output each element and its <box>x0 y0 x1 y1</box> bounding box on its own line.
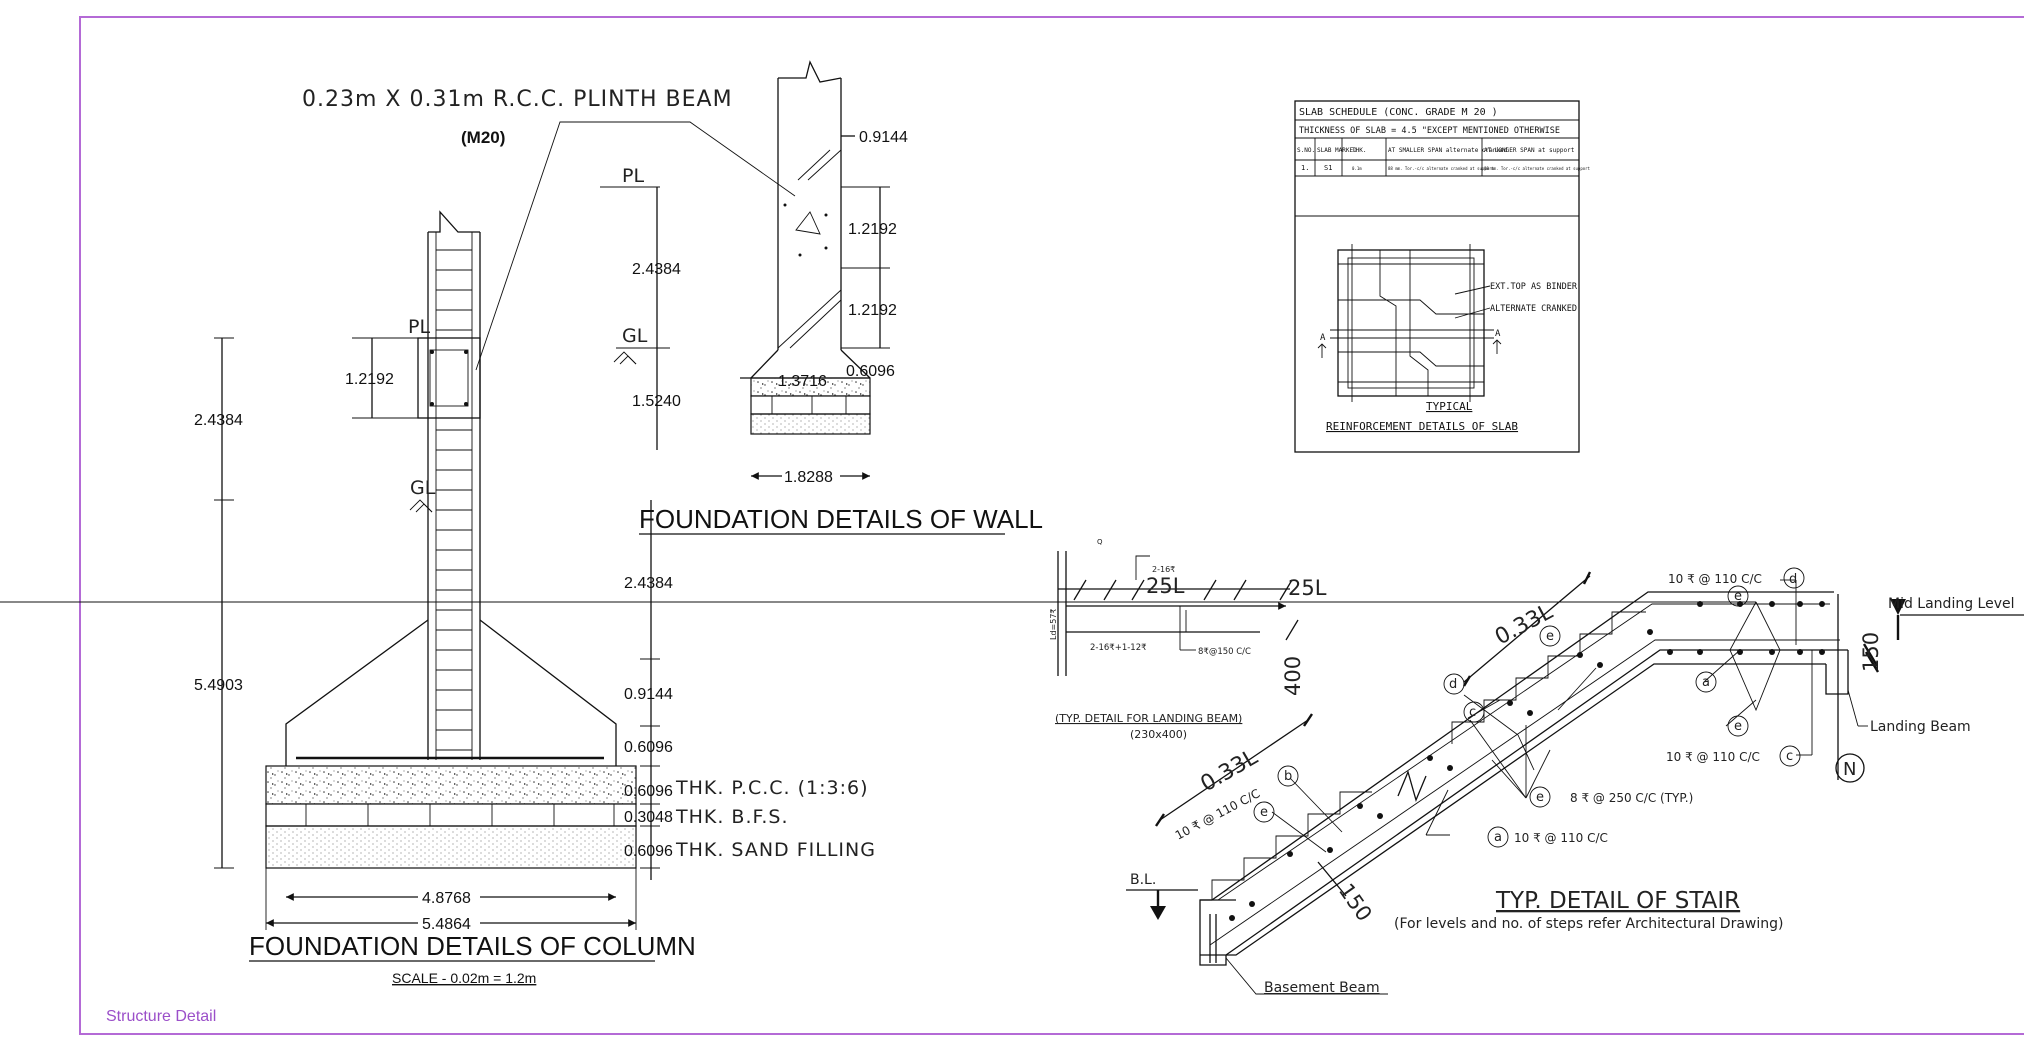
column-pl-label: PL <box>408 316 430 338</box>
stair-tag-e-mid: e <box>1546 629 1554 644</box>
slab-section-mark-right: A <box>1495 329 1501 339</box>
column-dim-beam: 1.2192 <box>345 371 394 388</box>
slab-header-smaller: AT SMALLER SPAN alternate cranked <box>1388 147 1508 154</box>
wall-gl-label: GL <box>622 325 648 347</box>
column-layer-sand: THK. SAND FILLING <box>675 839 876 861</box>
wall-dim-h1: 1.2192 <box>848 221 897 238</box>
sheet-label: Structure Detail <box>106 1008 217 1025</box>
column-layer-dim-1: 2.4384 <box>624 575 673 592</box>
stair-tag-d-top: d <box>1789 572 1797 587</box>
column-layer-dim-4: 0.6096 <box>624 783 673 800</box>
landing-beam-stirrups: 8₹@150 C/C <box>1198 647 1251 657</box>
landing-beam-bottom-bars: 2-16₹+1-12₹ <box>1090 643 1147 653</box>
stair-tag-e-right: e <box>1734 719 1742 734</box>
stair-bar-a-low: 10 ₹ @ 110 C/C <box>1514 831 1608 845</box>
stair-tag-e-left: e <box>1260 805 1268 820</box>
stair-tag-c-mid: c <box>1469 705 1476 720</box>
slab-cell-sno: 1. <box>1301 164 1309 172</box>
wall-foundation-detail: PL GL 2.4384 1.5240 0.9144 1.2192 1.2192… <box>600 60 1043 535</box>
stair-mid-landing: Mid Landing Level <box>1888 596 2015 612</box>
landing-beam-mark: Q <box>1097 538 1103 546</box>
column-gl-label: GL <box>410 477 436 499</box>
slab-note-top: EXT.TOP AS BINDER <box>1490 282 1578 292</box>
landing-beam-ld: Ld=57₹ <box>1049 608 1058 640</box>
wall-dim-gl-bottom: 1.5240 <box>632 393 681 410</box>
stair-landing-beam: Landing Beam <box>1870 719 1971 735</box>
column-foundation-detail: PL GL 0.23m X 0.31m R.C.C. PLINTH BEAM (… <box>194 87 876 986</box>
stair-waist-bottom: 150 <box>1334 879 1377 926</box>
column-dim-outer-width: 5.4864 <box>422 916 471 933</box>
column-dim-bottom: 5.4903 <box>194 677 243 694</box>
stair-basement-beam: Basement Beam <box>1264 980 1380 996</box>
slab-section-mark-left: A <box>1320 333 1326 343</box>
column-dim-top: 2.4384 <box>194 412 243 429</box>
stair-tag-e-low: e <box>1536 790 1544 805</box>
landing-beam-size: (230x400) <box>1130 728 1187 741</box>
column-layer-pcc: THK. P.C.C. (1:3:6) <box>675 777 869 799</box>
wall-dim-step: 0.6096 <box>846 363 895 380</box>
column-layer-dim-5: 0.3048 <box>624 809 673 826</box>
landing-beam-caption: (TYP. DETAIL FOR LANDING BEAM) <box>1055 712 1242 725</box>
slab-schedule: SLAB SCHEDULE (CONC. GRADE M 20 ) THICKN… <box>1294 100 1591 453</box>
landing-beam-detail: 2-16₹ 25L 25L 2-16₹+1-12₹ 8₹@150 C/C Q L… <box>1049 538 1327 741</box>
drawing-border <box>79 16 2024 1035</box>
plinth-beam-label: 0.23m X 0.31m R.C.C. PLINTH BEAM <box>302 87 733 112</box>
stair-waist-top: 150 <box>1859 632 1883 672</box>
plinth-beam-grade: (M20) <box>461 128 505 147</box>
slab-cell-smaller: 88 mm. Tor.-c/c alternate cranked at sup… <box>1388 166 1495 171</box>
landing-beam-25l-2: 25L <box>1288 576 1327 600</box>
column-layer-dim-3: 0.6096 <box>624 739 673 756</box>
stair-bar-d-top: 10 ₹ @ 110 C/C <box>1668 572 1762 586</box>
stair-north: N <box>1843 759 1856 780</box>
stair-bar-c-right: 10 ₹ @ 110 C/C <box>1666 750 1760 764</box>
landing-beam-depth: 400 <box>1281 656 1305 696</box>
stair-tag-d-mid: d <box>1449 677 1457 692</box>
slab-header-longer: AT LONGER SPAN at support <box>1484 147 1575 154</box>
stair-tag-c-right: c <box>1786 749 1793 764</box>
slab-cell-thk: 0.1m <box>1352 166 1362 171</box>
wall-title: FOUNDATION DETAILS OF WALL <box>639 504 1043 534</box>
landing-beam-25l-1: 25L <box>1146 574 1185 598</box>
stair-tag-e-top: e <box>1734 589 1742 604</box>
stair-tag-b-left: b <box>1284 769 1292 784</box>
wall-dim-pl-gl: 2.4384 <box>632 261 681 278</box>
slab-header-thk: THK. <box>1352 147 1366 154</box>
column-layer-dim-2: 0.9144 <box>624 686 673 703</box>
stair-bar-e-mid: 8 ₹ @ 250 C/C (TYP.) <box>1570 791 1693 805</box>
slab-title-row: SLAB SCHEDULE (CONC. GRADE M 20 ) <box>1299 107 1498 118</box>
column-dim-inner-width: 4.8768 <box>422 890 471 907</box>
stair-bar-b-left: 10 ₹ @ 110 C/C <box>1173 786 1262 842</box>
stair-tag-a-right: a <box>1702 675 1710 690</box>
column-title: FOUNDATION DETAILS OF COLUMN <box>249 931 696 961</box>
wall-dim-width-top: 0.9144 <box>859 129 908 146</box>
slab-caption-typical: TYPICAL <box>1426 400 1473 413</box>
wall-dim-h2: 1.2192 <box>848 302 897 319</box>
landing-beam-top-bar: 2-16₹ <box>1152 565 1175 574</box>
slab-note-crank: ALTERNATE CRANKED <box>1490 304 1577 314</box>
stair-subtitle: (For levels and no. of steps refer Archi… <box>1394 916 1783 932</box>
stair-title: TYP. DETAIL OF STAIR <box>1495 888 1740 914</box>
column-scale: SCALE - 0.02m = 1.2m <box>392 970 536 986</box>
wall-dim-offset: 1.3716 <box>778 373 827 390</box>
slab-caption-title: REINFORCEMENT DETAILS OF SLAB <box>1326 420 1518 433</box>
slab-header-sno: S.NO. <box>1297 147 1315 154</box>
slab-cell-mark: S1 <box>1324 164 1332 172</box>
stair-bl: B.L. <box>1130 872 1156 888</box>
wall-dim-base: 1.8288 <box>784 469 833 486</box>
column-layer-bfs: THK. B.F.S. <box>675 806 789 828</box>
wall-pl-label: PL <box>622 165 644 187</box>
column-layer-dim-6: 0.6096 <box>624 843 673 860</box>
slab-thickness-row: THICKNESS OF SLAB = 4.5 "EXCEPT MENTIONE… <box>1299 126 1560 136</box>
slab-cell-longer: 88 mm. Tor.-c/c alternate cranked at sup… <box>1484 166 1591 171</box>
slab-header-slab: SLAB MARKED <box>1317 147 1357 154</box>
stair-tag-a-low: a <box>1494 830 1502 845</box>
